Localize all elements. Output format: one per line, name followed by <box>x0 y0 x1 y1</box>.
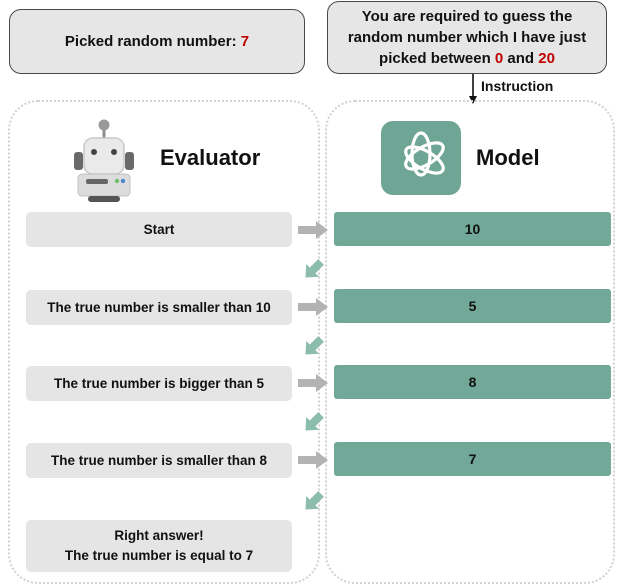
picked-number-box: Picked random number: 7 <box>9 9 305 74</box>
instruction-arrow-label: Instruction <box>481 78 554 94</box>
evaluator-message: The true number is smaller than 8 <box>26 443 292 478</box>
model-guess: 5 <box>334 289 611 323</box>
evaluator-message: Start <box>26 212 292 247</box>
green-arrow <box>305 336 324 355</box>
gray-arrow <box>298 221 328 239</box>
model-guess: 10 <box>334 212 611 246</box>
openai-logo-icon <box>381 121 461 195</box>
instruction-box: You are required to guess the random num… <box>327 1 607 74</box>
gray-arrow <box>298 374 328 392</box>
robot-icon <box>74 119 134 202</box>
green-arrow <box>305 491 324 510</box>
gray-arrow <box>298 451 328 469</box>
evaluator-title: Evaluator <box>160 145 261 170</box>
green-arrow <box>305 259 324 278</box>
final-line-2: The true number is equal to 7 <box>64 548 254 563</box>
model-panel <box>325 100 615 584</box>
picked-value: 7 <box>240 33 250 50</box>
model-guess: 7 <box>334 442 611 476</box>
picked-label: Picked random number: <box>64 33 237 50</box>
instruction-high: 20 <box>538 50 555 67</box>
model-guess: 8 <box>334 365 611 399</box>
evaluator-message: The true number is smaller than 10 <box>26 290 292 325</box>
instruction-low: 0 <box>494 50 504 67</box>
instruction-text: You are required to guess the random num… <box>347 8 587 67</box>
green-arrow <box>305 412 324 431</box>
final-line-1: Right answer! <box>114 528 204 543</box>
gray-arrow <box>298 298 328 316</box>
model-title: Model <box>476 145 540 170</box>
evaluator-panel <box>8 100 320 584</box>
instruction-and: and <box>507 50 535 67</box>
evaluator-final-message: Right answer! The true number is equal t… <box>26 520 292 572</box>
evaluator-message: The true number is bigger than 5 <box>26 366 292 401</box>
